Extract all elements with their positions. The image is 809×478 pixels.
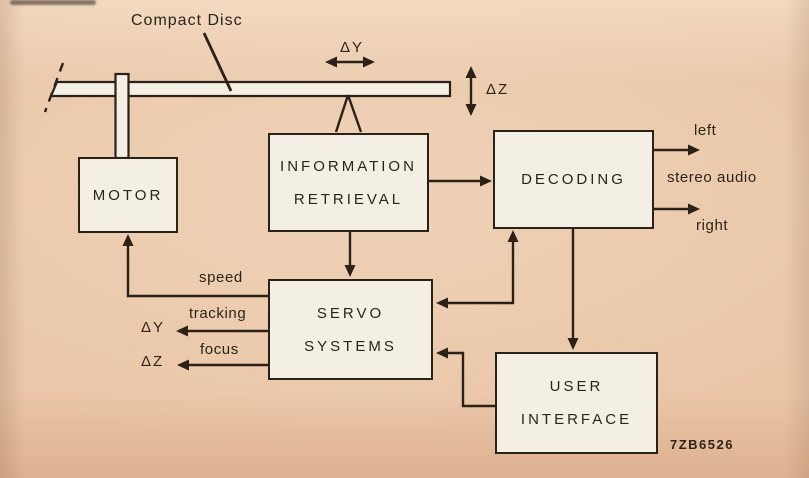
stereo-audio-label: stereo audio [667, 169, 757, 186]
delta-z-out-label: ΔZ [141, 353, 165, 370]
compact-disc-label: Compact Disc [131, 12, 243, 29]
drawing-part-number: 7ZB6526 [670, 437, 734, 452]
servo-systems-label-line2: SYSTEMS [304, 337, 397, 355]
delta-y-top-label: ΔY [339, 39, 365, 56]
left-audio-label: left [694, 122, 717, 139]
wire-speed-to-motor [126, 245, 268, 298]
servo-systems-label-line1: SERVO [316, 304, 385, 322]
motor-block: MOTOR [78, 157, 178, 233]
information-retrieval-label-line2: RETRIEVAL [293, 190, 404, 208]
decoding-label: DECODING [521, 171, 626, 188]
compact-disc-bar [49, 80, 452, 98]
tracking-label: tracking [189, 305, 247, 322]
motor-spindle [114, 72, 130, 160]
information-retrieval-label-line1: INFORMATION [280, 157, 417, 175]
wire-servo-decoding [446, 240, 515, 305]
speed-label: speed [199, 269, 243, 286]
focus-label: focus [200, 341, 239, 358]
information-retrieval-block: INFORMATION RETRIEVAL [268, 133, 429, 232]
decoding-block: DECODING [493, 130, 654, 229]
pickup-v-lines [334, 94, 363, 133]
user-interface-label-line2: INTERFACE [520, 411, 633, 428]
scan-artifact [10, 0, 96, 5]
user-interface-label-line1: USER [549, 378, 604, 395]
user-interface-block: USER INTERFACE [495, 352, 658, 454]
wire-ui-to-servo [446, 351, 495, 408]
axis-break-line [43, 62, 65, 113]
delta-z-top-label: ΔZ [486, 81, 510, 98]
servo-systems-block: SERVO SYSTEMS [268, 279, 433, 380]
compact-disc-pointer-line [202, 32, 233, 92]
right-audio-label: right [696, 217, 729, 234]
motor-label: MOTOR [92, 186, 164, 204]
delta-y-out-label: ΔY [141, 319, 166, 336]
